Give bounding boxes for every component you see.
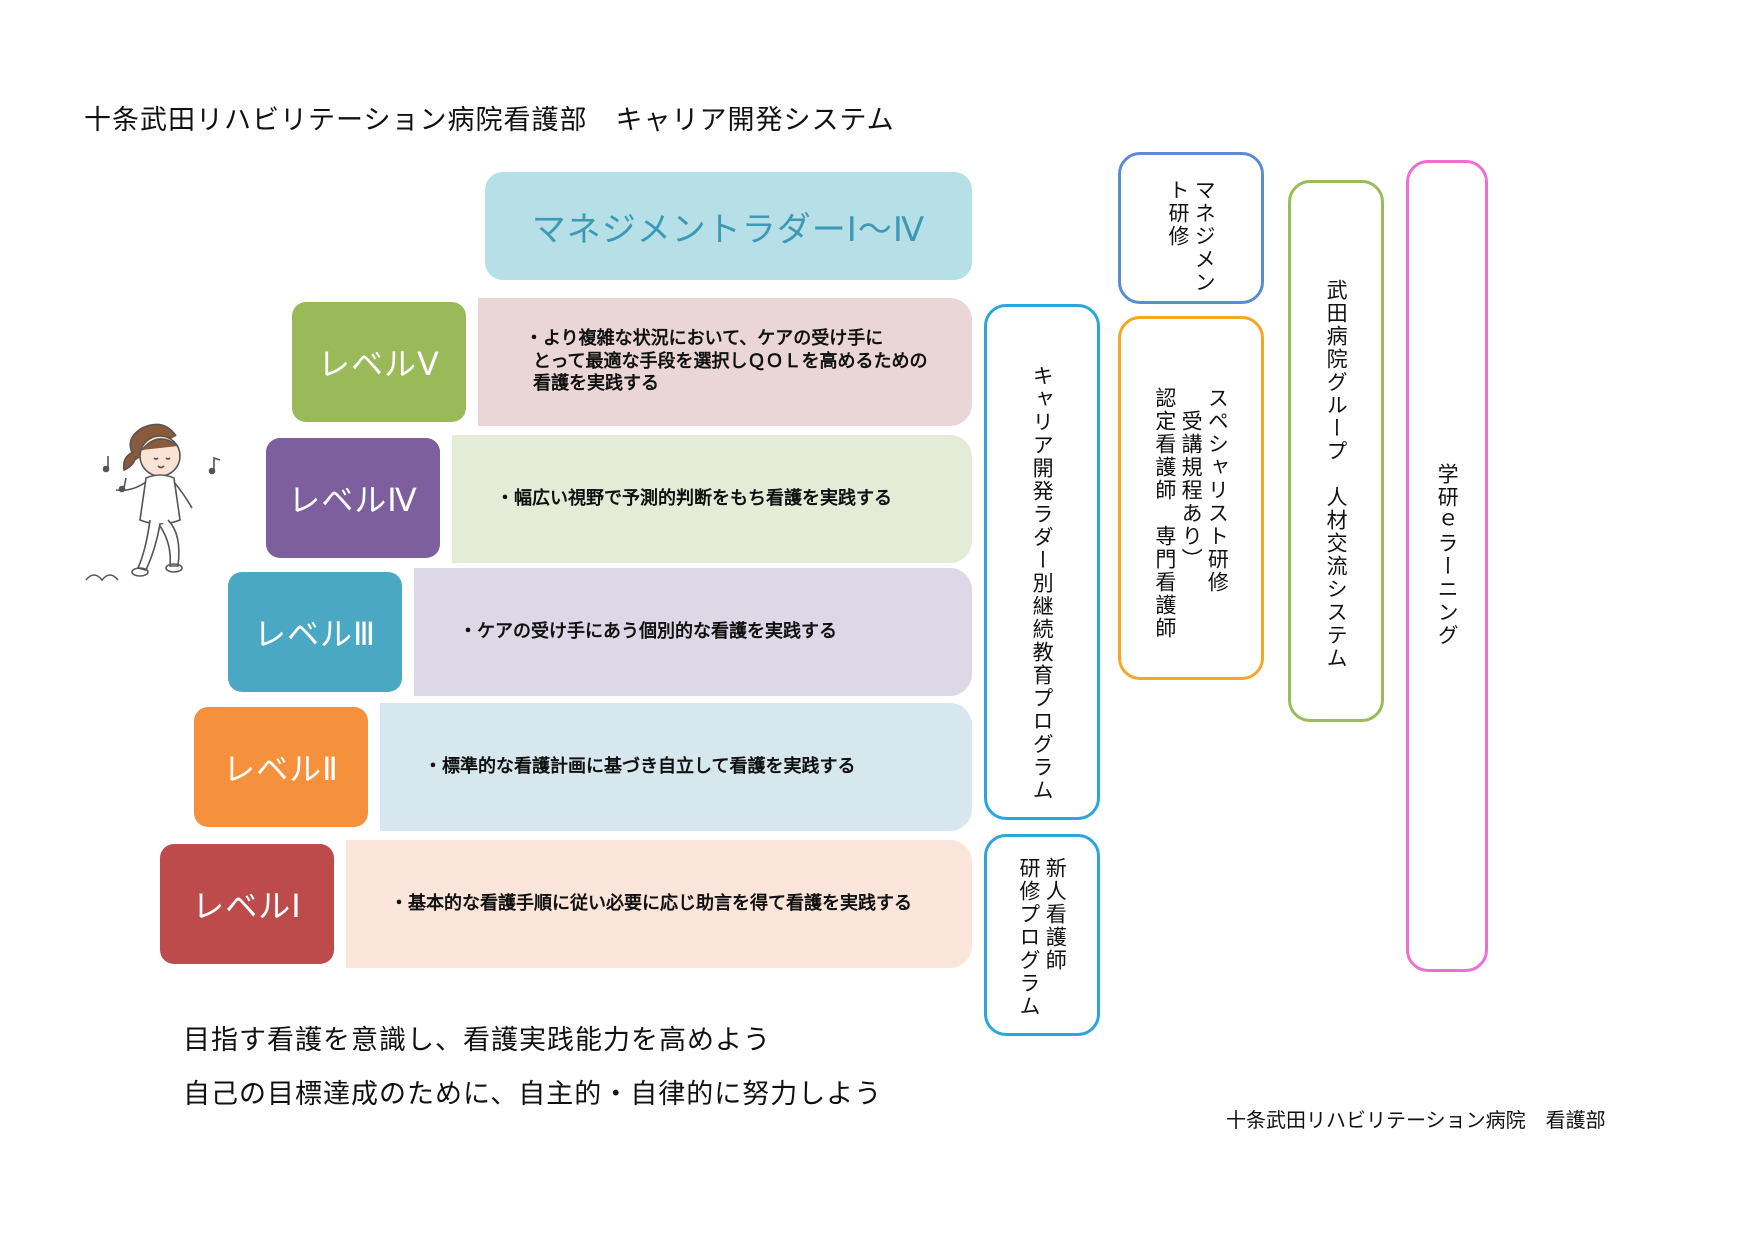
specialist-training-box: スペシャリスト研修 受講規程あり） 認定看護師 専門看護師 bbox=[1118, 316, 1264, 680]
level-5-badge: レベルⅤ bbox=[292, 302, 466, 422]
management-training-label: マネジメン ト研修 bbox=[1166, 179, 1217, 294]
level-5-description: ・より複雑な状況において、ケアの受け手に とって最適な手段を選択しＱＯＬを高める… bbox=[478, 298, 972, 426]
page-title: 十条武田リハビリテーション病院看護部 キャリア開発システム bbox=[84, 105, 895, 136]
level-1-line-1: ・基本的な看護手順に従い必要に応じ助言を得て看護を実践する bbox=[390, 892, 912, 914]
specialist-training-label: スペシャリスト研修 受講規程あり） 認定看護師 専門看護師 bbox=[1152, 387, 1230, 640]
level-4-badge: レベルⅣ bbox=[266, 438, 440, 558]
level-2-line-1: ・標準的な看護計画に基づき自立して看護を実践する bbox=[424, 755, 856, 777]
level-2-description: ・標準的な看護計画に基づき自立して看護を実践する bbox=[380, 703, 972, 831]
level-4-line-1: ・幅広い視野で予測的判断をもち看護を実践する bbox=[496, 487, 892, 509]
level-1-badge: レベルⅠ bbox=[160, 844, 334, 964]
level-2-badge: レベルⅡ bbox=[194, 707, 368, 827]
new-nurse-program-box: 新人看護師 研修プログラム bbox=[984, 834, 1100, 1036]
footer-signature: 十条武田リハビリテーション病院 看護部 bbox=[1226, 1108, 1606, 1132]
level-3-badge: レベルⅢ bbox=[228, 572, 402, 692]
level-5-line-1: ・より複雑な状況において、ケアの受け手に bbox=[525, 328, 884, 350]
management-training-box: マネジメン ト研修 bbox=[1118, 152, 1264, 304]
new-nurse-program-label: 新人看護師 研修プログラム bbox=[1017, 857, 1068, 1018]
motto-line-1: 目指す看護を意識し、看護実践能力を高めよう bbox=[183, 1025, 771, 1056]
level-5-line-3: 看護を実践する bbox=[533, 373, 659, 395]
level-1-description: ・基本的な看護手順に従い必要に応じ助言を得て看護を実践する bbox=[346, 840, 972, 968]
motto-line-2: 自己の目標達成のために、自主的・自律的に努力しよう bbox=[183, 1079, 883, 1110]
gakken-elearning-box: 学研ｅラーニング bbox=[1406, 160, 1488, 972]
gakken-elearning-label: 学研ｅラーニング bbox=[1435, 463, 1460, 647]
level-5-line-2: とって最適な手段を選択しＱＯＬを高めるための bbox=[533, 350, 928, 372]
level-3-line-1: ・ケアの受け手にあう個別的な看護を実践する bbox=[459, 620, 837, 642]
management-ladder-box: マネジメントラダーⅠ～Ⅳ bbox=[485, 172, 972, 280]
takeda-group-label: 武田病院グループ 人材交流システム bbox=[1324, 279, 1349, 670]
jumping-nurse-illustration bbox=[85, 423, 221, 582]
takeda-group-box: 武田病院グループ 人材交流システム bbox=[1288, 180, 1384, 722]
career-ladder-program-box: キャリア開発ラダー別継続教育プログラム bbox=[984, 304, 1100, 820]
level-3-description: ・ケアの受け手にあう個別的な看護を実践する bbox=[414, 568, 972, 696]
career-ladder-program-label: キャリア開発ラダー別継続教育プログラム bbox=[1030, 365, 1055, 802]
level-4-description: ・幅広い視野で予測的判断をもち看護を実践する bbox=[452, 435, 972, 563]
